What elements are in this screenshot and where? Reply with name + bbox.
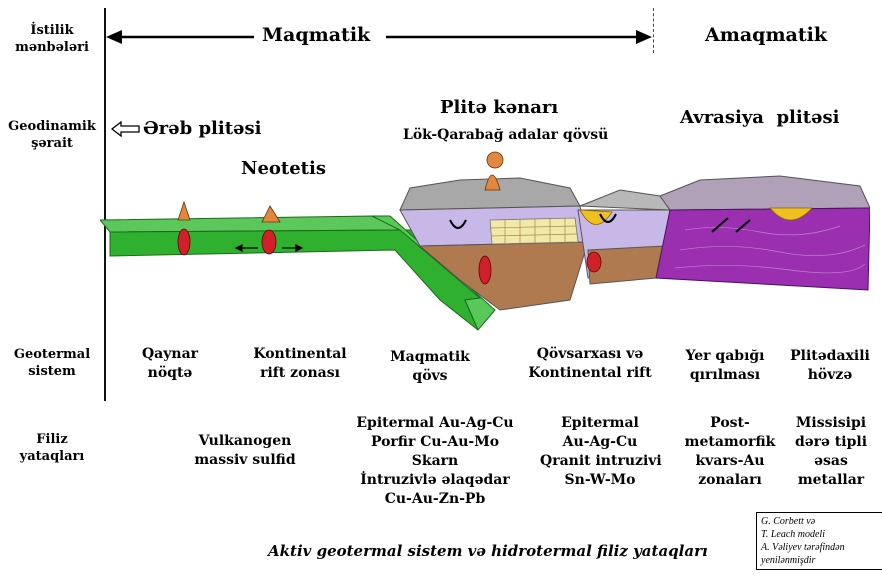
caption: Aktiv geotermal sistem və hidrotermal fi…: [268, 542, 708, 560]
oceanic-plate-top: [100, 216, 400, 232]
plate-margin-label: Plitə kənarı: [440, 97, 558, 118]
eruption-rift: [262, 206, 280, 222]
eurasia-label: Avrasiya plitəsi: [680, 107, 839, 128]
magmatic-arrow: [104, 25, 656, 49]
magma-rift: [262, 230, 276, 254]
cross-section: [100, 150, 870, 340]
arc-label: Lök-Qarabağ adalar qövsü: [403, 127, 608, 143]
magma-hotspot: [178, 229, 190, 255]
magmatic-title: Maqmatik: [262, 24, 370, 46]
eurasia-top: [660, 176, 870, 210]
arab-plate-label: Ərəb plitəsi: [143, 118, 261, 139]
backarc-top: [580, 190, 670, 210]
magma-arc: [479, 256, 491, 284]
amagmatic-title: Amaqmatik: [705, 24, 827, 46]
eruption-cloud: [487, 152, 503, 168]
magma-backarc: [587, 252, 601, 272]
eruption-hotspot: [178, 202, 190, 220]
eruption-arc: [485, 175, 500, 190]
left-arrow-icon: [111, 121, 141, 137]
